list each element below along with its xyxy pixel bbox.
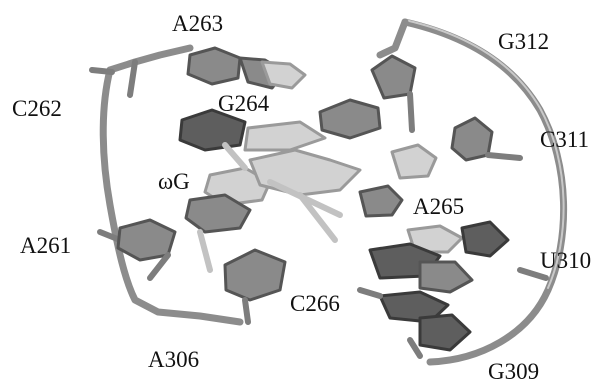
label-c311: C311 — [540, 127, 589, 152]
nucleotide-g312 — [370, 54, 417, 133]
label-c266: C266 — [290, 291, 340, 316]
nucleotide-a263 — [127, 46, 307, 98]
label-g309: G309 — [488, 359, 540, 384]
label-g312: G312 — [498, 29, 550, 54]
nucleotide-c311 — [390, 116, 523, 180]
label-a265: A265 — [413, 194, 465, 219]
nucleotide-u310 — [368, 242, 549, 294]
label-u310: U310 — [540, 248, 592, 273]
nucleotide-c266 — [223, 248, 287, 325]
label-a261: A261 — [20, 233, 72, 258]
nucleotide-a265 — [358, 184, 510, 258]
backbone-right — [376, 18, 568, 366]
nucleotide-a261 — [116, 218, 213, 281]
label-omega-g: ωG — [158, 169, 190, 194]
nucleotide-g264 — [178, 98, 382, 152]
label-c262: C262 — [12, 96, 62, 121]
label-a306: A306 — [148, 347, 200, 372]
label-a263: A263 — [172, 11, 224, 36]
nucleotide-g309 — [357, 287, 472, 359]
label-g264: G264 — [218, 91, 270, 116]
backbone-left — [89, 44, 244, 326]
nucleotide-omega-g — [184, 142, 362, 243]
